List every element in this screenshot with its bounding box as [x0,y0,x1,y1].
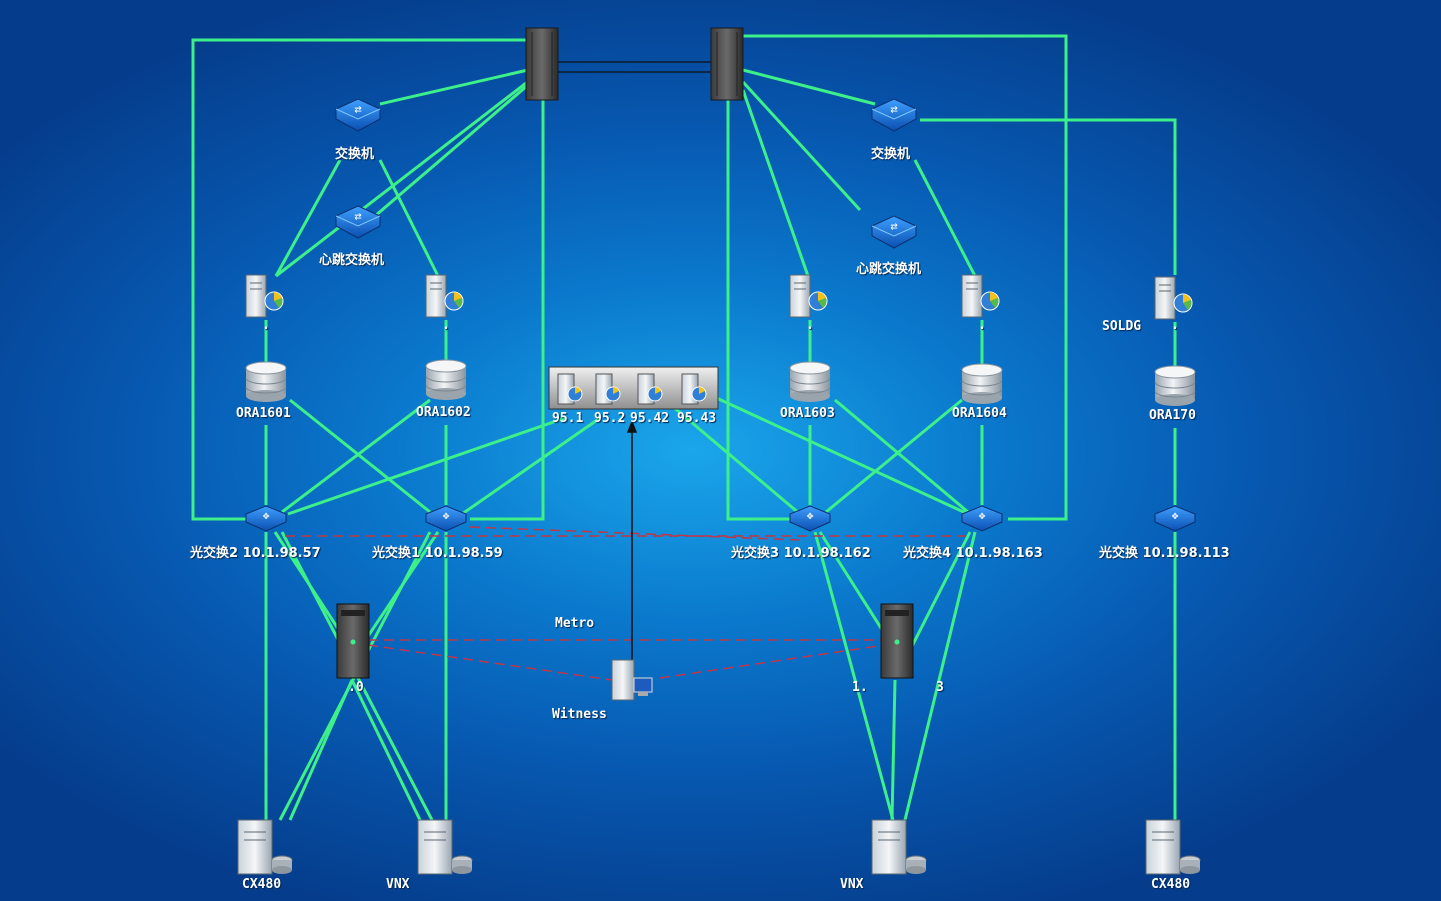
db-label-ora1601: ORA1601 [236,406,291,421]
server-label: . [262,318,270,333]
db-label-ora1604: ORA1604 [952,406,1007,421]
server-icon[interactable] [425,274,464,318]
database-icon[interactable] [789,361,831,402]
storage-array-icon[interactable] [871,819,927,875]
server-icon[interactable] [961,274,1000,318]
vm-label: 95.43 [677,411,717,426]
storage-label: CX480 [1151,877,1191,892]
database-icon[interactable] [245,361,287,402]
storage-label: VNX [840,877,864,892]
rack-interconnect [558,61,712,73]
vplex-label: 3 [936,680,944,695]
svg-text:⇄: ⇄ [890,102,897,116]
witness-label: Witness [552,707,607,722]
svg-text:⇄: ⇄ [354,209,361,223]
switch-label: 交换机 [335,147,375,162]
fc-switch-label: 光交换1 10.1.98.59 [372,546,503,561]
storage-label: VNX [386,877,410,892]
server-label: . [1171,318,1179,333]
soldg-label: SOLDG [1102,319,1142,334]
vm-label: 95.1 [552,411,584,426]
vplex-label: 1. [852,680,868,695]
vplex-tower-icon[interactable] [880,603,914,679]
fc-switch-icon[interactable]: ✥ [245,505,287,532]
core-rack-right[interactable] [710,27,744,101]
fc-switch-icon[interactable]: ✥ [961,505,1003,532]
db-label-ora170: ORA170 [1149,408,1196,423]
server-label: . [806,318,814,333]
vm-label: 95.2 [594,411,626,426]
fc-switch-icon[interactable]: ✥ [789,505,831,532]
heartbeat-switch-label: 心跳交换机 [319,253,385,268]
storage-array-icon[interactable] [1145,819,1201,875]
vm-panel[interactable] [548,366,719,410]
fc-switch-label: 光交换 10.1.98.113 [1099,546,1230,561]
server-label: . [978,318,986,333]
vplex-label: .0 [348,680,364,695]
switch-label: 交换机 [871,147,911,162]
fc-switch-icon[interactable]: ✥ [425,505,467,532]
svg-text:✥: ✥ [979,509,986,522]
network-links [191,34,1177,821]
db-label-ora1602: ORA1602 [416,405,471,420]
svg-text:✥: ✥ [807,509,814,522]
database-icon[interactable] [1154,365,1196,406]
switch-icon[interactable]: ⇄ [335,98,381,132]
fc-switch-label: 光交换2 10.1.98.57 [190,546,321,561]
witness-server-icon[interactable] [611,659,653,701]
storage-label: CX480 [242,877,282,892]
fc-switch-icon[interactable]: ✥ [1154,505,1196,532]
server-icon[interactable] [1154,276,1193,320]
heartbeat-switch-icon[interactable]: ⇄ [335,205,381,239]
svg-text:⇄: ⇄ [890,219,897,233]
server-label: . [442,318,450,333]
metro-label: Metro [555,616,595,631]
heartbeat-switch-label: 心跳交换机 [856,262,922,277]
vplex-tower-icon[interactable] [336,603,370,679]
storage-array-icon[interactable] [237,819,293,875]
fc-switch-label: 光交换4 10.1.98.163 [903,546,1043,561]
witness-link [626,419,638,665]
fc-switch-label: 光交换3 10.1.98.162 [731,546,871,561]
svg-text:✥: ✥ [263,509,270,522]
server-icon[interactable] [789,274,828,318]
server-icon[interactable] [245,274,284,318]
dashed-links [285,526,965,681]
database-icon[interactable] [425,359,467,400]
database-icon[interactable] [961,363,1003,404]
svg-text:✥: ✥ [443,509,450,522]
svg-text:✥: ✥ [1172,509,1179,522]
vm-label: 95.42 [630,411,670,426]
db-label-ora1603: ORA1603 [780,406,835,421]
switch-icon[interactable]: ⇄ [871,98,917,132]
svg-text:⇄: ⇄ [354,102,361,116]
storage-array-icon[interactable] [417,819,473,875]
core-rack-left[interactable] [525,27,559,101]
heartbeat-switch-icon[interactable]: ⇄ [871,215,917,249]
